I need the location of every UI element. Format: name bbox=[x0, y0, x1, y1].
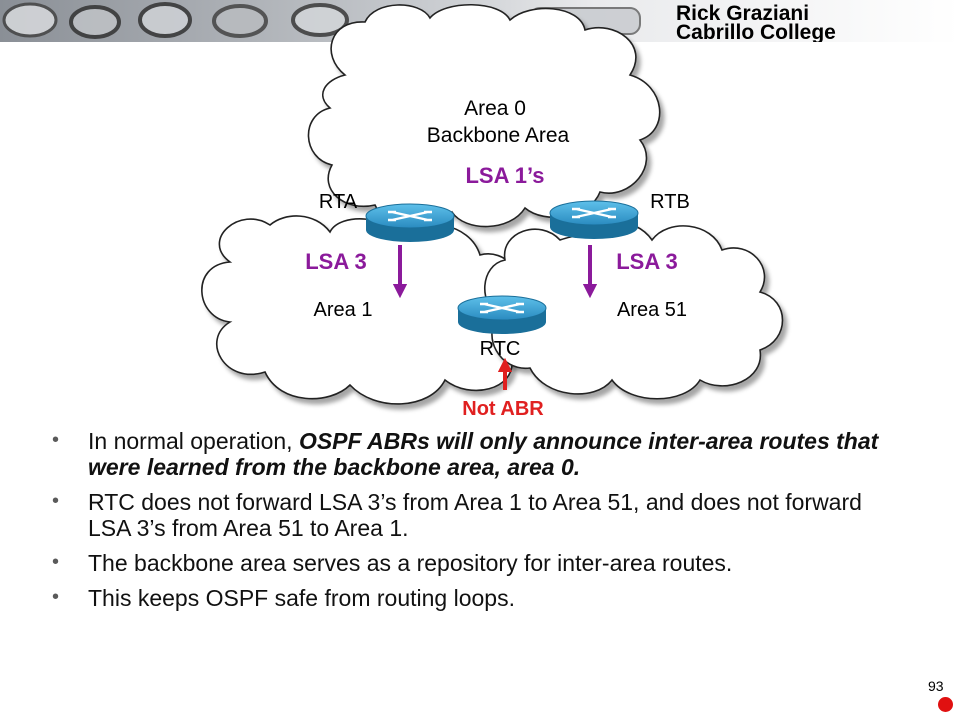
bullet-item: • This keeps OSPF safe from routing loop… bbox=[48, 585, 908, 611]
bullet-emphasis: OSPF ABRs will only announce inter-area … bbox=[88, 428, 879, 480]
area0-label-line2: Backbone Area bbox=[427, 124, 570, 147]
bullet-dot-icon: • bbox=[52, 551, 60, 573]
bullet-dot-icon: • bbox=[52, 490, 60, 512]
router-rta-icon bbox=[365, 203, 455, 242]
red-dot-icon bbox=[938, 697, 953, 712]
ospf-diagram: Area 0 Backbone Area Area 1 Area 51 RTA … bbox=[201, 3, 784, 420]
rta-label: RTA bbox=[319, 191, 358, 213]
bullet-text: In normal operation, bbox=[88, 428, 299, 454]
area51-label: Area 51 bbox=[617, 299, 687, 321]
header-school: Cabrillo College bbox=[676, 21, 836, 42]
area1-label: Area 1 bbox=[314, 299, 373, 321]
bullet-dot-icon: • bbox=[52, 586, 60, 608]
bullet-text: The backbone area serves as a repository… bbox=[88, 550, 733, 576]
area0-label-line1: Area 0 bbox=[464, 97, 526, 120]
lsa3-left-label: LSA 3 bbox=[305, 249, 367, 274]
not-abr-label: Not ABR bbox=[462, 398, 544, 420]
bullet-dot-icon: • bbox=[52, 429, 60, 451]
router-rtc-icon bbox=[457, 295, 547, 334]
header-author: Rick Graziani bbox=[676, 2, 809, 25]
bullet-text: RTC does not forward LSA 3’s from Area 1… bbox=[88, 489, 862, 541]
bullet-item: • The backbone area serves as a reposito… bbox=[48, 550, 908, 576]
bullet-text: This keeps OSPF safe from routing loops. bbox=[88, 585, 515, 611]
lsa1-label: LSA 1’s bbox=[465, 163, 544, 188]
bullet-list: • In normal operation, OSPF ABRs will on… bbox=[48, 428, 908, 620]
bullet-item: • In normal operation, OSPF ABRs will on… bbox=[48, 428, 908, 480]
router-rtb-icon bbox=[549, 200, 639, 239]
lsa3-right-label: LSA 3 bbox=[616, 249, 678, 274]
rtc-label: RTC bbox=[480, 338, 521, 360]
bullet-item: • RTC does not forward LSA 3’s from Area… bbox=[48, 489, 908, 541]
rtb-label: RTB bbox=[650, 191, 690, 213]
page-number: 93 bbox=[928, 678, 944, 694]
area0-cloud-icon bbox=[307, 3, 661, 228]
